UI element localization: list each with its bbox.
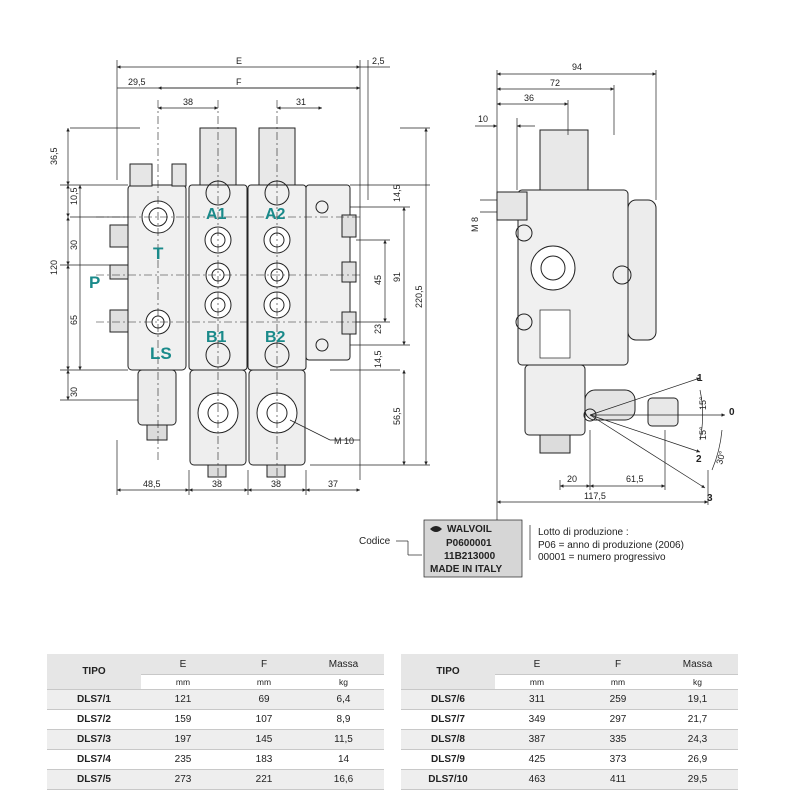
- dim-45: 45: [373, 275, 383, 285]
- dim-14-5-lower: 14,5: [373, 350, 383, 368]
- dim-23: 23: [373, 324, 383, 334]
- code-line-1: P0600001: [446, 538, 492, 549]
- dim-14-5-upper: 14,5: [392, 184, 402, 202]
- dim-E: E: [236, 56, 242, 66]
- lever-pos-2: 2: [696, 454, 702, 465]
- brand-name: WALVOIL: [447, 524, 492, 535]
- lot-line-1: P06 = anno di produzione (2006): [538, 540, 684, 551]
- unit-massa: kg: [303, 674, 384, 690]
- dim-2-5: 2,5: [372, 56, 385, 66]
- dim-220-5: 220,5: [414, 285, 424, 308]
- dim-38-top: 38: [183, 97, 193, 107]
- port-A1: A1: [206, 206, 227, 223]
- dim-F: F: [236, 77, 242, 87]
- dim-72: 72: [550, 78, 560, 88]
- lot-line-2: 00001 = numero progressivo: [538, 552, 666, 563]
- unit-f: mm: [579, 674, 657, 690]
- dim-48-5: 48,5: [143, 479, 161, 489]
- dim-37: 37: [328, 479, 338, 489]
- unit-e: mm: [141, 674, 225, 690]
- dim-38-bottom-1: 38: [212, 479, 222, 489]
- lever-pos-1: 1: [697, 373, 703, 384]
- col-massa: Massa: [303, 654, 384, 675]
- nameplate: Codice WALVOIL P0600001 11B213000 MADE I…: [359, 519, 684, 578]
- lever-pos-0: 0: [729, 407, 735, 418]
- thread-m10: M 10: [334, 436, 354, 446]
- angle-30: 30°: [714, 449, 727, 465]
- port-LS: LS: [150, 344, 172, 363]
- col-e: E: [141, 654, 225, 675]
- dim-38-bottom-2: 38: [271, 479, 281, 489]
- lever-pos-3: 3: [707, 493, 713, 504]
- dim-61-5: 61,5: [626, 474, 644, 484]
- dim-56-5: 56,5: [392, 407, 402, 425]
- col-e: E: [495, 654, 579, 675]
- code-line-2: 11B213000: [444, 551, 496, 562]
- codice-label: Codice: [359, 536, 391, 547]
- unit-f: mm: [225, 674, 303, 690]
- dim-36: 36: [524, 93, 534, 103]
- dim-10: 10: [478, 114, 488, 124]
- dim-29-5: 29,5: [128, 77, 146, 87]
- dim-120: 120: [49, 260, 59, 275]
- angle-15-upper: 15°: [698, 396, 708, 410]
- unit-massa: kg: [657, 674, 738, 690]
- dim-20: 20: [567, 474, 577, 484]
- made-in-italy: MADE IN ITALY: [430, 564, 503, 575]
- port-T: T: [153, 244, 164, 263]
- port-B2: B2: [265, 329, 286, 346]
- front-view: [60, 60, 430, 495]
- dim-30-upper: 30: [69, 240, 79, 250]
- walvoil-logo-icon: [430, 526, 442, 532]
- col-f: F: [225, 654, 303, 675]
- dim-94: 94: [572, 62, 582, 72]
- side-view: [475, 70, 725, 535]
- angle-15-lower: 15°: [698, 426, 708, 440]
- front-view-labels: E F 29,5 2,5 38 31 36,5 10,5 30 120 65 3…: [49, 56, 424, 489]
- dim-30-lower: 30: [69, 387, 79, 397]
- port-P: P: [89, 273, 100, 292]
- lot-title: Lotto di produzione :: [538, 527, 629, 538]
- dim-117-5: 117,5: [584, 491, 606, 501]
- side-view-labels: 94 72 36 10 M 8 20 61,5 117,5 1 0 2 3 15…: [470, 62, 735, 504]
- col-tipo: TIPO: [401, 654, 495, 690]
- col-massa: Massa: [657, 654, 738, 675]
- dim-36-5: 36,5: [49, 147, 59, 165]
- col-tipo: TIPO: [47, 654, 141, 690]
- dim-31-top: 31: [296, 97, 306, 107]
- thread-m8: M 8: [470, 217, 480, 232]
- port-A2: A2: [265, 206, 286, 223]
- port-B1: B1: [206, 329, 227, 346]
- dim-10-5: 10,5: [69, 187, 79, 205]
- dim-91: 91: [392, 272, 402, 282]
- dim-65: 65: [69, 315, 79, 325]
- unit-e: mm: [495, 674, 579, 690]
- col-f: F: [579, 654, 657, 675]
